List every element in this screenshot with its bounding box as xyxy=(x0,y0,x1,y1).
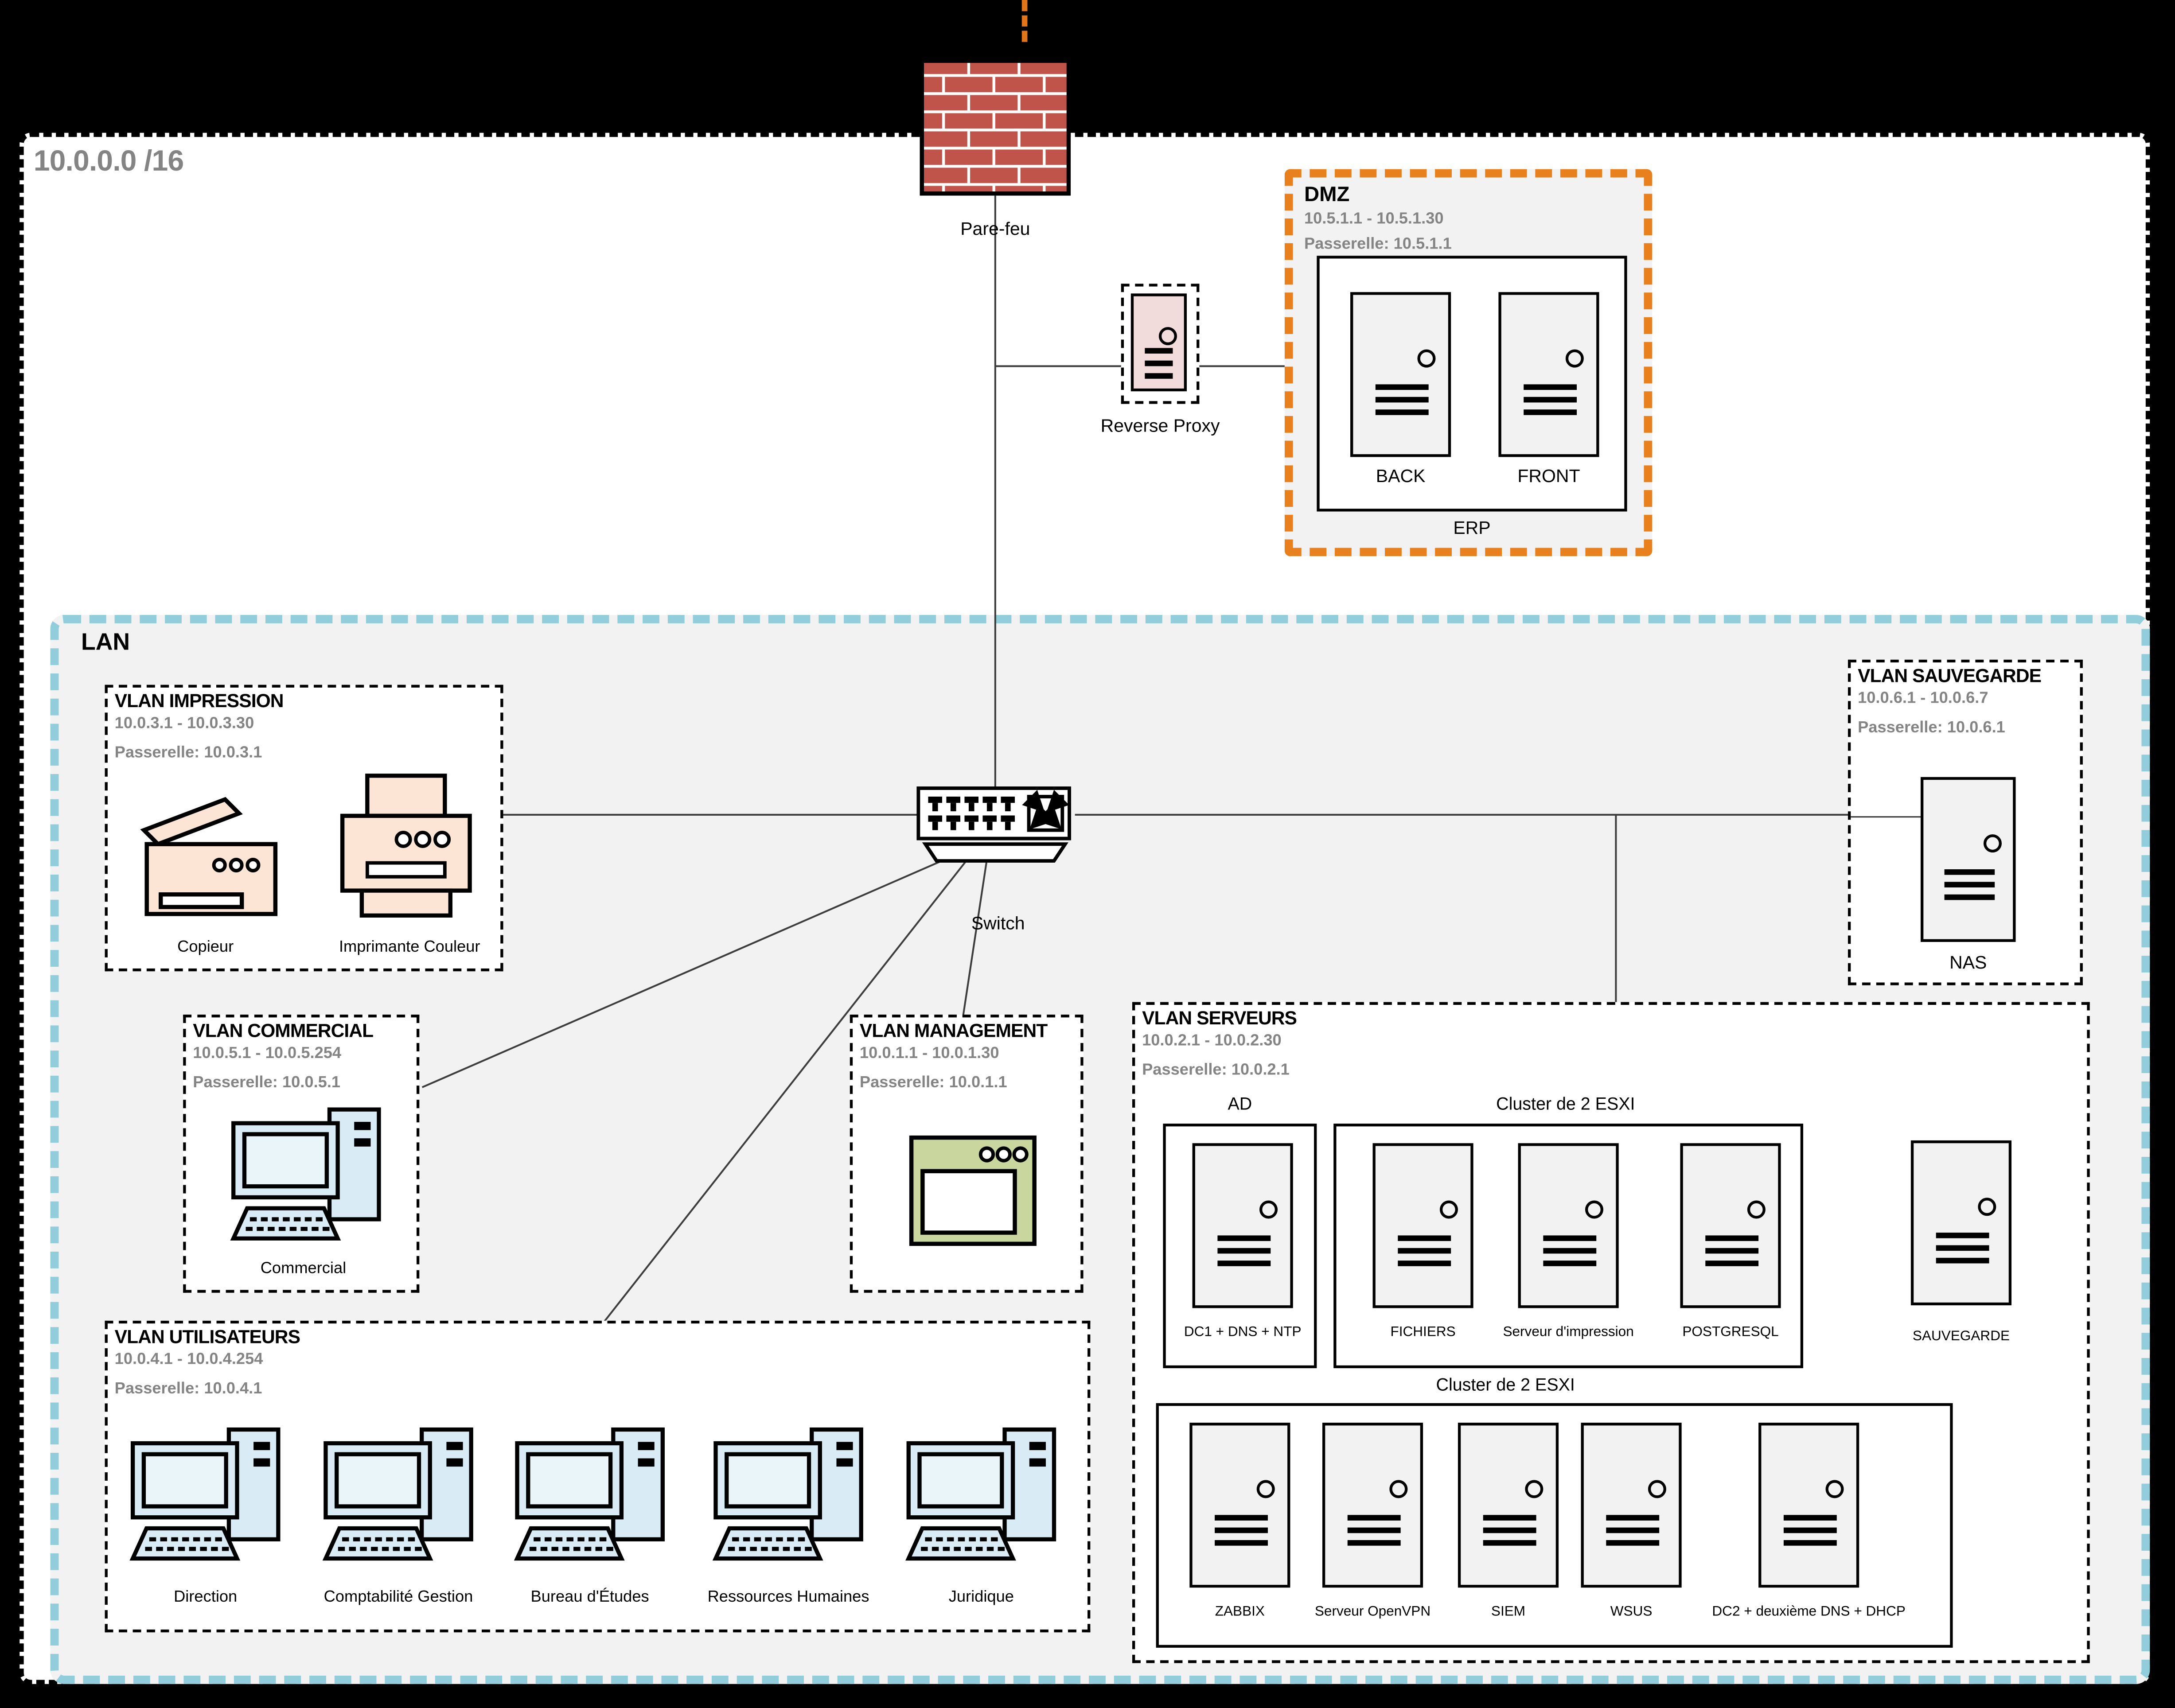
vlan-management-title: VLAN MANAGEMENT xyxy=(859,1020,1048,1041)
network-cidr-label: 10.0.0.0 /16 xyxy=(33,145,184,178)
postgresql-server-label: POSTGRESQL xyxy=(1682,1325,1779,1340)
dc2-server-label: DC2 + deuxième DNS + DHCP xyxy=(1712,1604,1906,1620)
vlan-management-gateway: Passerelle: 10.0.1.1 xyxy=(859,1074,1007,1092)
direction-label: Direction xyxy=(174,1589,238,1606)
vlan-management: VLAN MANAGEMENT 10.0.1.1 - 10.0.1.30 Pas… xyxy=(850,1015,1084,1293)
copier-label: Copieur xyxy=(177,939,234,956)
siem-server-label: SIEM xyxy=(1491,1604,1526,1620)
reverse-proxy-icon xyxy=(1130,293,1187,392)
vlan-impression: VLAN IMPRESSION 10.0.3.1 - 10.0.3.30 Pas… xyxy=(105,685,503,972)
juridique-workstation-icon xyxy=(900,1421,1065,1572)
dc1-server-icon xyxy=(1192,1143,1293,1308)
switch-icon xyxy=(916,786,1075,864)
zabbix-server-label: ZABBIX xyxy=(1215,1604,1265,1620)
ressources-humaines-label: Ressources Humaines xyxy=(707,1589,869,1606)
nas-wire xyxy=(1851,816,1921,818)
switch-label: Switch xyxy=(971,912,1025,934)
vlan-management-range: 10.0.1.1 - 10.0.1.30 xyxy=(859,1046,999,1062)
vlan-utilisateurs: VLAN UTILISATEURS 10.0.4.1 - 10.0.4.254 … xyxy=(105,1320,1091,1633)
erp-back-server-icon xyxy=(1350,292,1451,457)
vlan-impression-gateway: Passerelle: 10.0.3.1 xyxy=(114,745,262,762)
erp-back-server-label: BACK xyxy=(1376,465,1426,486)
fichiers-server-icon xyxy=(1372,1143,1473,1308)
firewall-icon xyxy=(920,58,1071,195)
vlan-serveurs-range: 10.0.2.1 - 10.0.2.30 xyxy=(1142,1033,1282,1050)
wsus-server-label: WSUS xyxy=(1610,1604,1653,1620)
nas-label: NAS xyxy=(1949,952,1987,973)
juridique-label: Juridique xyxy=(948,1589,1014,1606)
openvpn-server-label: Serveur OpenVPN xyxy=(1314,1604,1431,1620)
reverse-proxy-box xyxy=(1121,284,1200,404)
printer-label: Imprimante Couleur xyxy=(339,939,480,956)
bureau-etudes-label: Bureau d'Études xyxy=(530,1589,649,1606)
dc1-server-label: DC1 + DNS + NTP xyxy=(1184,1325,1302,1340)
vlan-utilisateurs-gateway: Passerelle: 10.0.4.1 xyxy=(114,1381,262,1398)
cluster1-group: FICHIERS Serveur d'impression POSTGRESQL xyxy=(1333,1124,1804,1369)
wsus-server-icon xyxy=(1581,1423,1682,1588)
dmz-range: 10.5.1.1 - 10.5.1.30 xyxy=(1304,211,1444,228)
vlan-serveurs-gateway: Passerelle: 10.0.2.1 xyxy=(1142,1062,1290,1079)
cluster2-group: ZABBIX Serveur OpenVPN SIEM WSUS DC2 + d… xyxy=(1156,1403,1953,1648)
zabbix-server-icon xyxy=(1189,1423,1290,1588)
commercial-label: Commercial xyxy=(260,1261,347,1278)
copier-icon xyxy=(133,786,289,942)
vlan-sauvegarde-range: 10.0.6.1 - 10.0.6.7 xyxy=(1858,690,1988,708)
siem-server-icon xyxy=(1458,1423,1559,1588)
commercial-workstation-icon xyxy=(225,1101,390,1253)
vlan-sauvegarde: VLAN SAUVEGARDE 10.0.6.1 - 10.0.6.7 Pass… xyxy=(1848,659,2083,985)
impression-server-icon xyxy=(1518,1143,1619,1308)
ad-group-label: AD xyxy=(1228,1094,1252,1114)
erp-front-server-label: FRONT xyxy=(1517,465,1580,486)
vlan-sauvegarde-title: VLAN SAUVEGARDE xyxy=(1858,665,2042,686)
sauvegarde-server-icon xyxy=(1910,1140,2012,1306)
reverse-proxy-label: Reverse Proxy xyxy=(1100,415,1220,436)
dmz-title: DMZ xyxy=(1304,183,1350,207)
vlan-impression-title: VLAN IMPRESSION xyxy=(114,690,284,712)
openvpn-server-icon xyxy=(1322,1423,1423,1588)
firewall-label: Pare-feu xyxy=(960,218,1030,239)
vlan-impression-range: 10.0.3.1 - 10.0.3.30 xyxy=(114,716,254,733)
sauvegarde-server-label: SAUVEGARDE xyxy=(1912,1329,2010,1345)
comptabilite-workstation-icon xyxy=(317,1421,482,1572)
bureau-etudes-workstation-icon xyxy=(509,1421,674,1572)
wan-uplink-line xyxy=(1021,0,1028,42)
vlan-serveurs-title: VLAN SERVEURS xyxy=(1142,1008,1297,1029)
fichiers-server-label: FICHIERS xyxy=(1390,1325,1456,1340)
vlan-utilisateurs-title: VLAN UTILISATEURS xyxy=(114,1326,300,1347)
vlan-commercial-title: VLAN COMMERCIAL xyxy=(193,1020,374,1041)
ad-group: DC1 + DNS + NTP xyxy=(1163,1124,1317,1369)
impression-server-label: Serveur d'impression xyxy=(1503,1325,1634,1340)
vlan-commercial: VLAN COMMERCIAL 10.0.5.1 - 10.0.5.254 Pa… xyxy=(183,1015,420,1293)
vlan-sauvegarde-gateway: Passerelle: 10.0.6.1 xyxy=(1858,720,2005,737)
cluster2-label: Cluster de 2 ESXI xyxy=(1436,1375,1575,1395)
dc2-server-icon xyxy=(1758,1423,1859,1588)
direction-workstation-icon xyxy=(125,1421,289,1572)
erp-label: ERP xyxy=(1453,517,1491,538)
cluster1-label: Cluster de 2 ESXI xyxy=(1496,1094,1635,1114)
nas-icon xyxy=(1921,777,2016,942)
dmz-gateway: Passerelle: 10.5.1.1 xyxy=(1304,236,1452,253)
vlan-utilisateurs-range: 10.0.4.1 - 10.0.4.254 xyxy=(114,1351,263,1369)
dmz-zone: DMZ 10.5.1.1 - 10.5.1.30 Passerelle: 10.… xyxy=(1284,169,1653,556)
vlan-commercial-gateway: Passerelle: 10.0.5.1 xyxy=(193,1074,341,1092)
printer-icon xyxy=(334,769,479,942)
ressources-humaines-workstation-icon xyxy=(707,1421,872,1572)
management-console-icon xyxy=(908,1135,1037,1246)
comptabilite-label: Comptabilité Gestion xyxy=(324,1589,473,1606)
vlan-serveurs: VLAN SERVEURS 10.0.2.1 - 10.0.2.30 Passe… xyxy=(1132,1002,2090,1663)
lan-title: LAN xyxy=(81,629,130,656)
vlan-commercial-range: 10.0.5.1 - 10.0.5.254 xyxy=(193,1046,342,1062)
erp-front-server-icon xyxy=(1498,292,1599,457)
erp-group: BACK FRONT xyxy=(1317,256,1627,512)
postgresql-server-icon xyxy=(1680,1143,1781,1308)
